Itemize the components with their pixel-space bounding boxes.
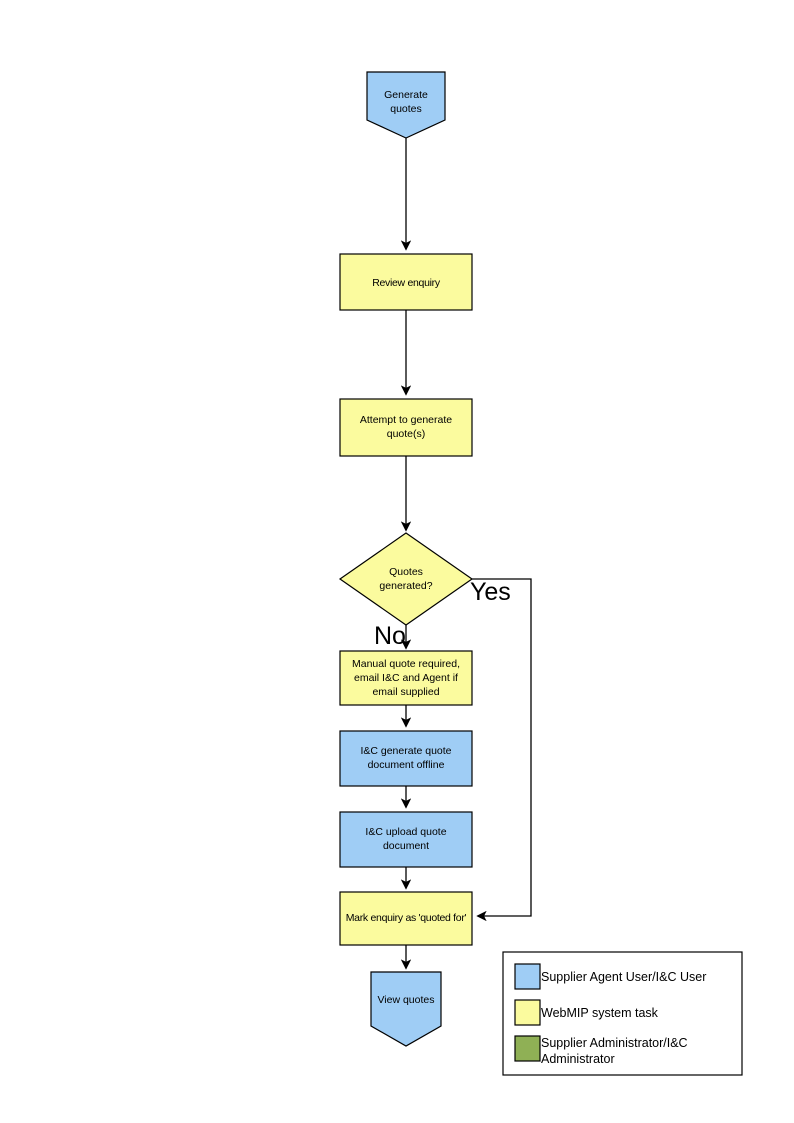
node-generate-quotes-line-2: quotes — [390, 103, 422, 115]
node-manual-quote-required[interactable]: Manual quote required, email I&C and Age… — [339, 650, 473, 706]
legend: Supplier Agent User/I&C User WebMIP syst… — [502, 951, 743, 1076]
node-review-enquiry-shape — [339, 253, 473, 311]
node-mark-enquiry-quoted-for-shape — [339, 891, 473, 946]
node-manual-quote-required-line-3: email supplied — [372, 686, 439, 698]
connector-decision-yes-to-mark — [472, 578, 532, 922]
node-mark-enquiry-quoted-for-line-1: Mark enquiry as 'quoted for' — [346, 912, 467, 924]
node-attempt-to-generate-quotes-shape — [339, 398, 473, 457]
node-view-quotes-line-1: View quotes — [377, 994, 434, 1006]
legend-label-system-task: WebMIP system task — [541, 1006, 659, 1020]
legend-item-supplier-administrator: Supplier Administrator/I&C Administrator — [514, 1035, 688, 1066]
legend-label-admin-task-line-2: Administrator — [541, 1052, 615, 1066]
node-review-enquiry-line-1: Review enquiry — [372, 277, 441, 289]
legend-item-supplier-agent-user: Supplier Agent User/I&C User — [514, 963, 706, 990]
node-generate-quotes-shape — [366, 71, 446, 139]
node-review-enquiry[interactable]: Review enquiry — [339, 253, 473, 311]
node-generate-quote-offline-line-2: document offline — [368, 759, 445, 771]
node-quotes-generated-decision[interactable]: Quotes generated? — [338, 532, 474, 626]
node-mark-enquiry-quoted-for[interactable]: Mark enquiry as 'quoted for' — [339, 891, 473, 946]
node-generate-quote-offline-shape — [339, 730, 473, 787]
node-attempt-to-generate-quotes[interactable]: Attempt to generate quote(s) — [339, 398, 473, 457]
node-view-quotes[interactable]: View quotes — [370, 971, 442, 1047]
node-quotes-generated-decision-shape — [338, 532, 474, 626]
legend-item-webmip-system-task: WebMIP system task — [514, 999, 659, 1026]
node-upload-quote-document-line-1: I&C upload quote — [365, 826, 446, 838]
node-generate-quotes[interactable]: Generate quotes — [366, 71, 446, 139]
node-attempt-to-generate-quotes-line-2: quote(s) — [387, 428, 426, 440]
node-manual-quote-required-line-1: Manual quote required, — [352, 658, 460, 670]
node-quotes-generated-decision-line-2: generated? — [379, 580, 432, 592]
node-manual-quote-required-line-2: email I&C and Agent if — [354, 672, 458, 684]
legend-border — [502, 951, 743, 1076]
legend-label-admin-task-line-1: Supplier Administrator/I&C — [541, 1036, 688, 1050]
node-upload-quote-document-line-2: document — [383, 840, 429, 852]
legend-swatch-user-task — [514, 963, 541, 990]
node-manual-quote-required-shape — [339, 650, 473, 706]
legend-swatch-admin-task — [514, 1035, 541, 1062]
branch-label-no: No — [374, 622, 406, 650]
node-generate-quotes-line-1: Generate — [384, 89, 428, 101]
connectors — [400, 138, 532, 970]
legend-swatch-system-task — [514, 999, 541, 1026]
branch-label-yes: Yes — [470, 578, 511, 606]
legend-label-user-task: Supplier Agent User/I&C User — [541, 970, 706, 984]
node-generate-quote-offline-line-1: I&C generate quote — [360, 745, 451, 757]
node-generate-quote-offline[interactable]: I&C generate quote document offline — [339, 730, 473, 787]
node-attempt-to-generate-quotes-line-1: Attempt to generate — [360, 414, 452, 426]
node-upload-quote-document-shape — [339, 811, 473, 868]
node-view-quotes-shape — [370, 971, 442, 1047]
node-upload-quote-document[interactable]: I&C upload quote document — [339, 811, 473, 868]
node-quotes-generated-decision-line-1: Quotes — [389, 566, 423, 578]
